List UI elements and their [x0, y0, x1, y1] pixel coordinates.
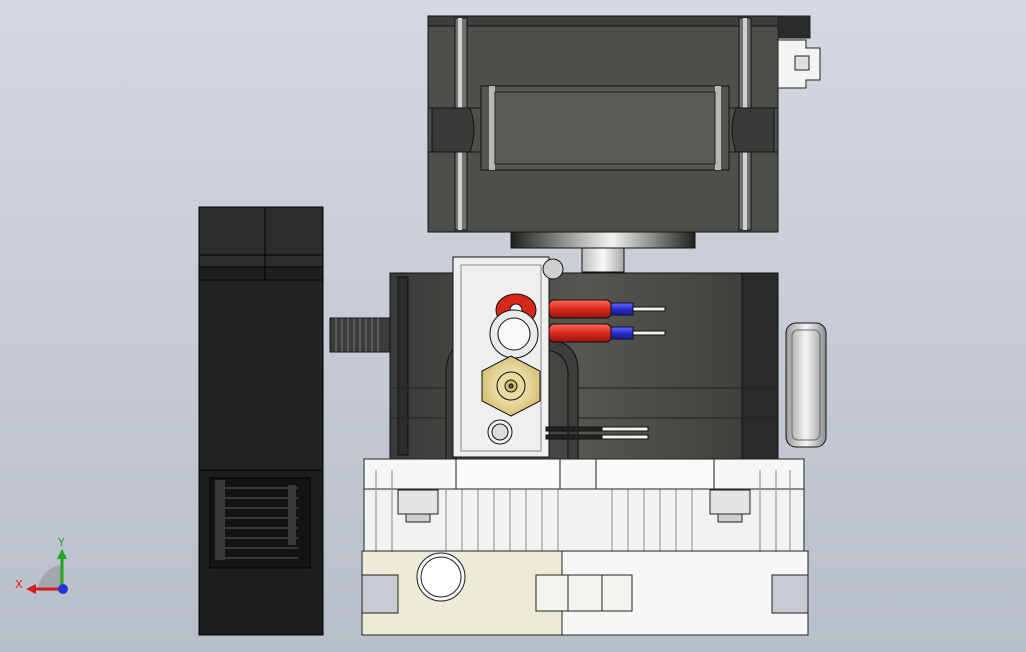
drive-gear [329, 317, 393, 353]
idler-pulley [785, 322, 827, 448]
nozzle[interactable] [481, 355, 541, 417]
motor-connector [777, 15, 821, 89]
heater-wires [548, 299, 666, 343]
heater-cartridge [489, 293, 539, 359]
thermistor-screw [487, 419, 513, 445]
mount-bracket[interactable] [361, 550, 809, 636]
motor-flange-shaft [510, 231, 696, 273]
axis-x-label: X [15, 578, 23, 591]
stepper-motor-top[interactable] [427, 15, 779, 233]
thermistor-wires [545, 426, 649, 440]
heatsink[interactable] [363, 458, 805, 552]
cooling-fan-left[interactable] [198, 206, 324, 636]
axis-y-label: Y [57, 536, 65, 549]
coordinate-triad: X Y [15, 536, 68, 594]
